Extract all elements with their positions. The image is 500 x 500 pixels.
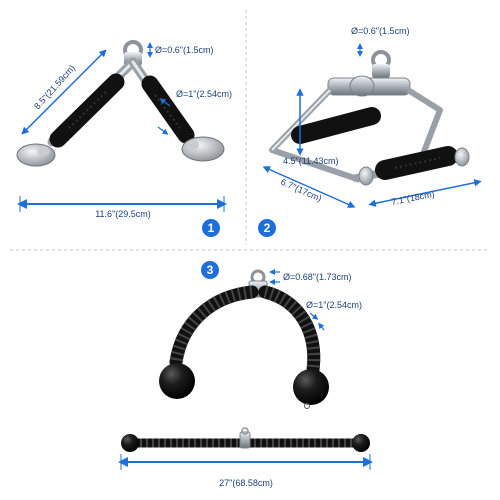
panel-2-badge: 2 <box>258 219 276 237</box>
panel-1-grip-diameter-label: Ø=1"(2.54cm) <box>176 89 232 99</box>
panel-3-tricep-rope: 3 Ø=0.68"(1.73cm) <box>118 261 373 488</box>
panel-2-ring-diameter-label: Ø=0.6"(1.5cm) <box>351 26 409 36</box>
panel-3-rope-length-label: 27"(68.58cm) <box>219 478 273 488</box>
panel-1-span-dimension: 11.6"(29.5cm) <box>17 196 227 219</box>
panel-2-ring-diameter-callout: Ø=0.6"(1.5cm) <box>351 26 409 57</box>
panel-1-arm-length-label: 8.5"(21.59cm) <box>32 63 77 111</box>
panel-2-front-grip <box>375 146 458 180</box>
panel-3-ring-diameter-label: Ø=0.68"(1.73cm) <box>283 272 351 282</box>
panel-3-right-end-ball <box>293 369 329 409</box>
panel-1-span-label: 11.6"(29.5cm) <box>95 209 151 219</box>
panel-2-row-handle: Ø=0.6"(1.5cm) 4.5"(11.43cm) 6.7"(17cm) 7… <box>258 26 482 237</box>
panel-2-height-dimension: 4.5"(11.43cm) <box>283 88 339 166</box>
panel-1-right-grip <box>141 75 195 144</box>
panel-1-grip-diameter-callout: Ø=1"(2.54cm) <box>157 89 232 135</box>
panel-2-width-label: 7.1"(18cm) <box>390 189 435 207</box>
panel-3-rope-diameter-label: Ø=1"(2.54cm) <box>306 300 362 310</box>
panel-1-ring-diameter-label: Ø=0.6"(1.5cm) <box>155 45 213 55</box>
panel-3-hanging-rope <box>169 285 321 377</box>
panel-1-left-end-disc <box>16 143 56 167</box>
panel-1-right-end-disc <box>181 136 225 162</box>
panel-2-height-label: 4.5"(11.43cm) <box>283 156 339 166</box>
panel-3-badge: 3 <box>201 261 219 279</box>
panel-1-badge: 1 <box>202 219 220 237</box>
panel-1-left-grip <box>49 73 125 148</box>
panel-3-ring-diameter-callout: Ø=0.68"(1.73cm) <box>269 269 351 285</box>
panel-1-arm-length-dimension: 8.5"(21.59cm) <box>21 49 107 135</box>
panel-2-swivel-ring <box>371 50 391 78</box>
panel-3-rope-diameter-callout: Ø=1"(2.54cm) <box>306 300 362 331</box>
panel-1-number: 1 <box>208 221 215 235</box>
panel-3-straight-rope <box>121 427 370 452</box>
panel-2-width-dimension: 7.1"(18cm) <box>368 179 482 207</box>
panel-2-number: 2 <box>264 221 271 235</box>
panel-3-rope-length-dimension: 27"(68.58cm) <box>118 454 373 488</box>
panel-1-ring-diameter-callout: Ø=0.6"(1.5cm) <box>147 42 213 58</box>
panel-2-back-grip <box>291 107 381 144</box>
panel-1-v-bar: Ø=0.6"(1.5cm) Ø=1"(2.54cm) 8.5"(21.59cm)… <box>16 40 232 237</box>
panel-3-number: 3 <box>207 263 214 277</box>
panel-3-left-end-ball <box>159 363 195 399</box>
